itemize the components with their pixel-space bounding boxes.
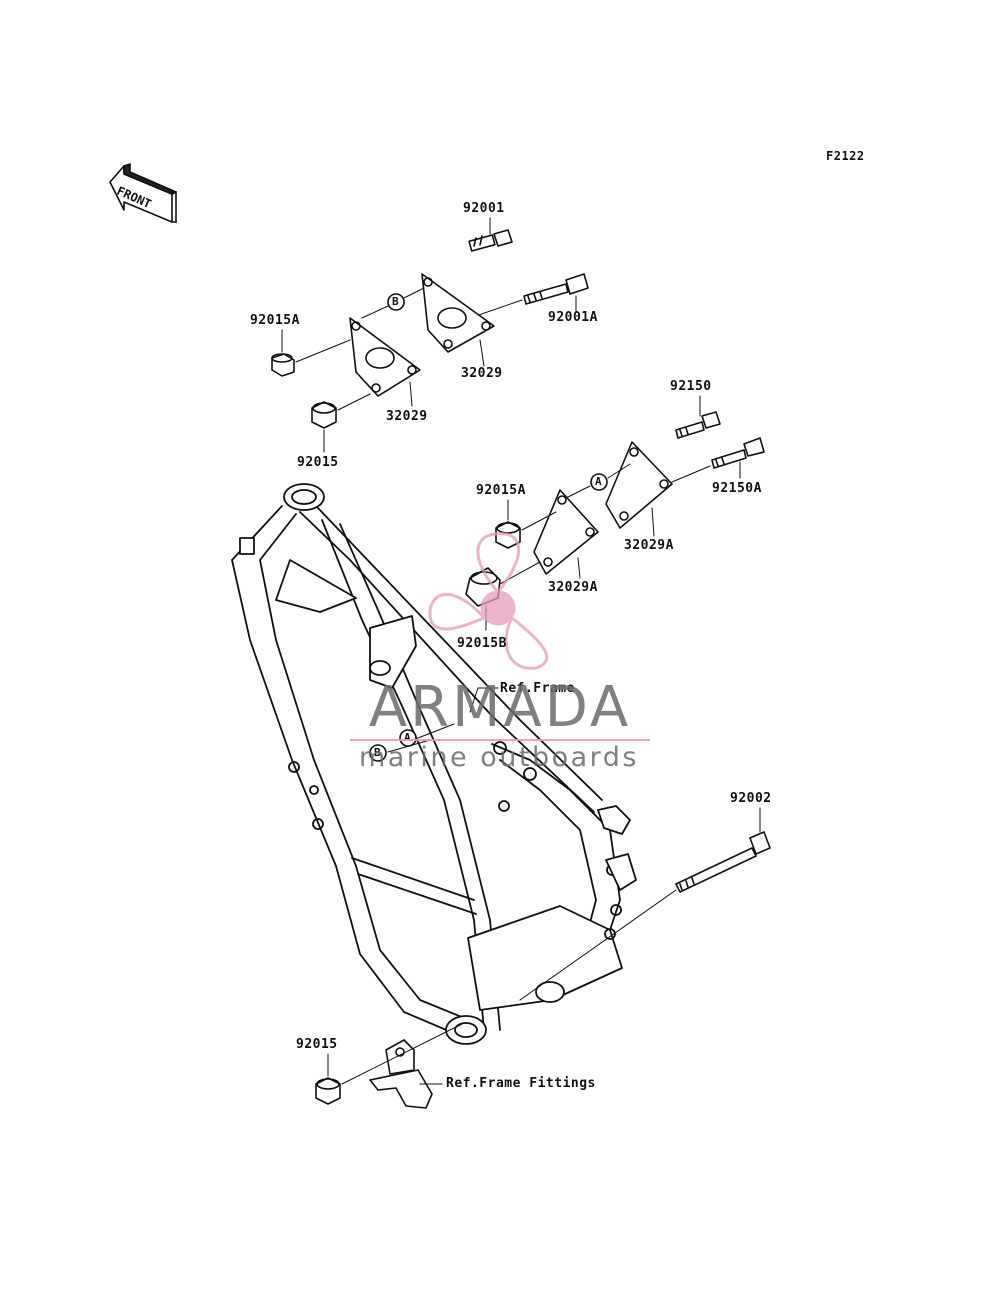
bolt-92150A-icon — [711, 437, 765, 469]
front-arrow-icon — [109, 163, 177, 223]
callout-b-frame-letter: B — [374, 746, 382, 759]
watermark-title: ARMADA — [368, 675, 632, 740]
watermark-rule — [350, 739, 650, 741]
frame-fitting-icon — [369, 1039, 433, 1109]
bolt-92001A-icon — [523, 273, 589, 305]
bracket-32029-right-icon — [421, 273, 495, 353]
bracket-32029A-left-icon — [533, 489, 599, 575]
callout-b-frame — [369, 744, 387, 762]
frame-icon — [231, 483, 637, 1045]
label-32029A-left: 32029A — [548, 580, 598, 595]
nut-92015A-top-icon — [271, 353, 295, 377]
label-92150A: 92150A — [712, 481, 762, 496]
label-92015A-mid: 92015A — [476, 483, 526, 498]
label-92015B: 92015B — [457, 636, 507, 651]
watermark-subtitle: marine outboards — [358, 742, 639, 773]
callout-b-top — [387, 293, 405, 311]
label-32029-right: 32029 — [461, 366, 503, 381]
callout-a-top-letter: A — [595, 475, 603, 488]
callout-a-top — [590, 473, 608, 491]
callout-a-frame — [399, 729, 417, 747]
ref-frame-fittings-label: Ref.Frame Fittings — [446, 1076, 596, 1091]
nut-92015-top-icon — [311, 401, 337, 429]
nut-92015-bottom-icon — [315, 1077, 341, 1105]
label-92015-bottom: 92015 — [296, 1037, 338, 1052]
figure-code: F2122 — [826, 149, 865, 163]
label-92150: 92150 — [670, 379, 712, 394]
bracket-32029-left-icon — [349, 317, 421, 397]
watermark-logo-icon — [428, 532, 549, 670]
bolt-92002-icon — [675, 831, 771, 893]
label-32029A-right: 32029A — [624, 538, 674, 553]
callout-b-top-letter: B — [392, 295, 400, 308]
bracket-32029A-right-icon — [605, 441, 673, 529]
label-92015-top: 92015 — [297, 455, 339, 470]
label-92001A: 92001A — [548, 310, 598, 325]
ref-frame-label: Ref.Frame — [500, 681, 575, 696]
callout-a-frame-letter: A — [404, 731, 412, 744]
label-92015A-top: 92015A — [250, 313, 300, 328]
bolt-92001-icon — [468, 229, 513, 252]
label-32029-left: 32029 — [386, 409, 428, 424]
label-92001: 92001 — [463, 201, 505, 216]
label-92002: 92002 — [730, 791, 772, 806]
bolt-92150-icon — [675, 411, 721, 439]
